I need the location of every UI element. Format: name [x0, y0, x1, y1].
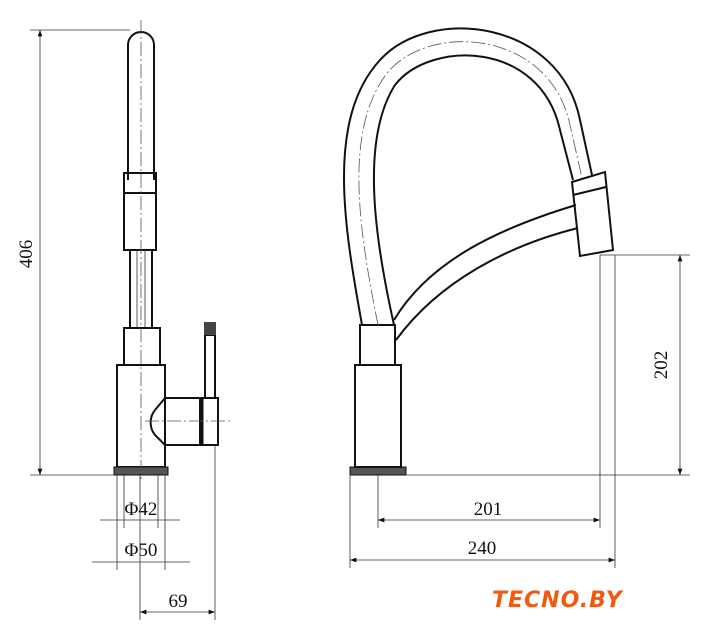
dim-406-label: 406 [16, 240, 37, 269]
tecno-by-logo: TECNO.BY [492, 588, 623, 613]
dim-69-label: 69 [169, 591, 188, 612]
dim-phi50-label: Φ50 [125, 540, 158, 561]
dim-phi42-label: Φ42 [125, 499, 158, 520]
dim-202-label: 202 [651, 351, 672, 380]
dim-201-label: 201 [474, 499, 503, 520]
front-view-faucet [343, 27, 615, 476]
dim-240-label: 240 [468, 538, 497, 559]
side-view-faucet [113, 20, 230, 480]
dimension-lines [30, 29, 690, 620]
